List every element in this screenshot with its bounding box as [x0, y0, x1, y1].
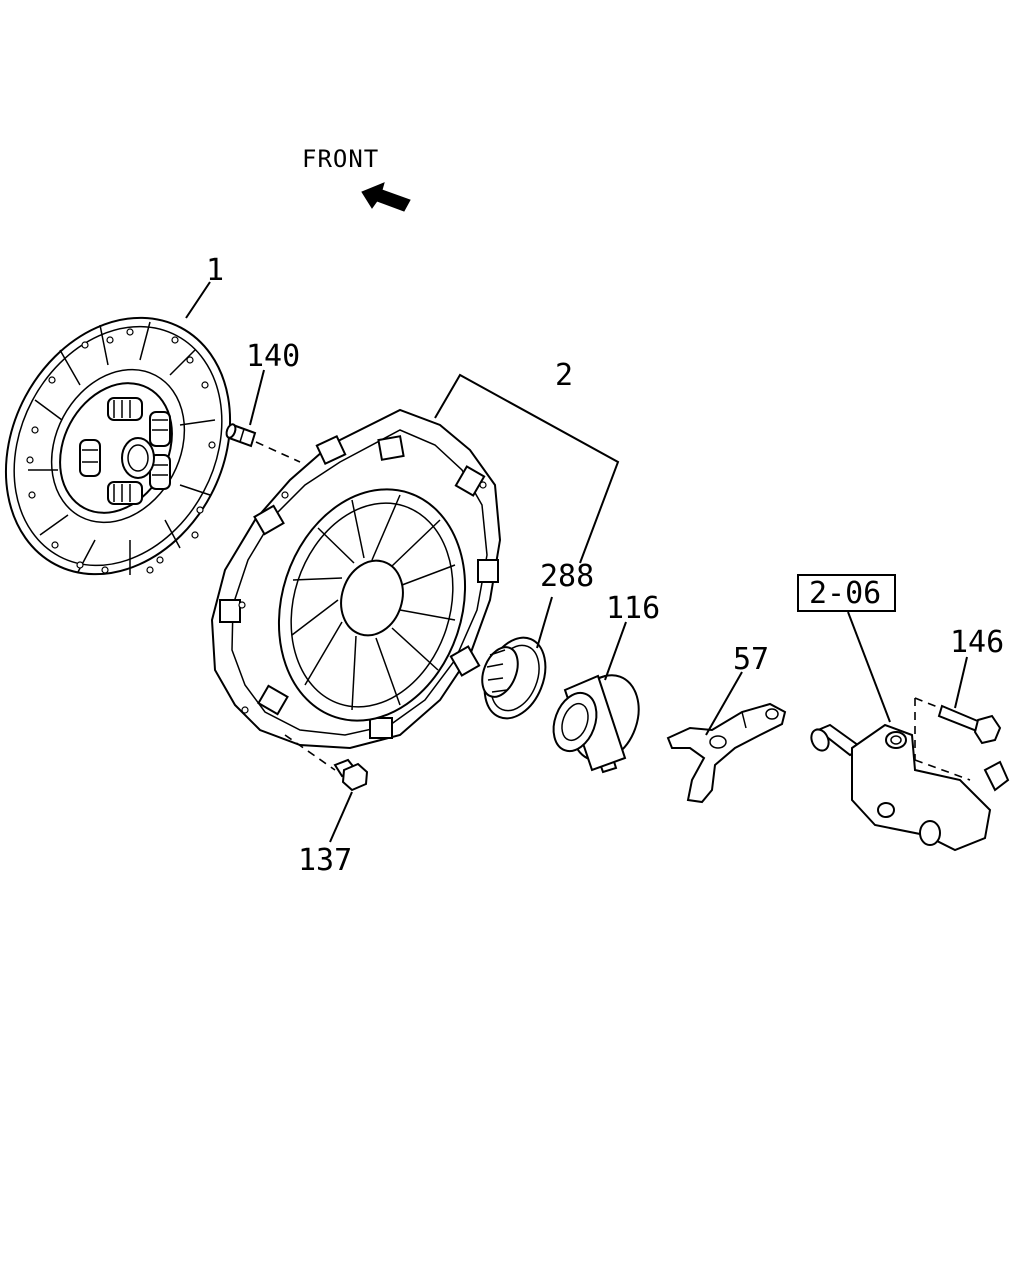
release-fork	[666, 702, 787, 804]
bearing-ring	[481, 636, 547, 720]
callout-146: 146	[950, 625, 1004, 660]
callout-2-06: 2-06	[809, 576, 881, 611]
callout-2: 2	[555, 358, 573, 393]
release-bearing	[552, 674, 640, 774]
clutch-cover	[210, 408, 502, 750]
callout-57: 57	[733, 642, 769, 677]
front-arrow-icon	[361, 182, 411, 212]
clutch-disc	[4, 316, 232, 576]
cover-bolt	[284, 734, 369, 792]
callout-2-06-box	[797, 574, 896, 612]
callout-labels: 1 140 2 288 116 57 2-06 146 137	[206, 253, 1004, 878]
slave-cylinder	[810, 698, 1010, 852]
callout-140: 140	[246, 339, 300, 374]
front-label: FRONT	[302, 145, 379, 173]
dowel-pin	[225, 423, 301, 463]
leader-lines	[185, 281, 968, 843]
front-indicator: FRONT	[302, 145, 411, 212]
slave-cylinder-bolt	[914, 697, 1002, 745]
callout-288: 288	[540, 559, 594, 594]
callout-137: 137	[298, 843, 352, 878]
callout-116: 116	[606, 591, 660, 626]
callout-1: 1	[206, 253, 224, 288]
